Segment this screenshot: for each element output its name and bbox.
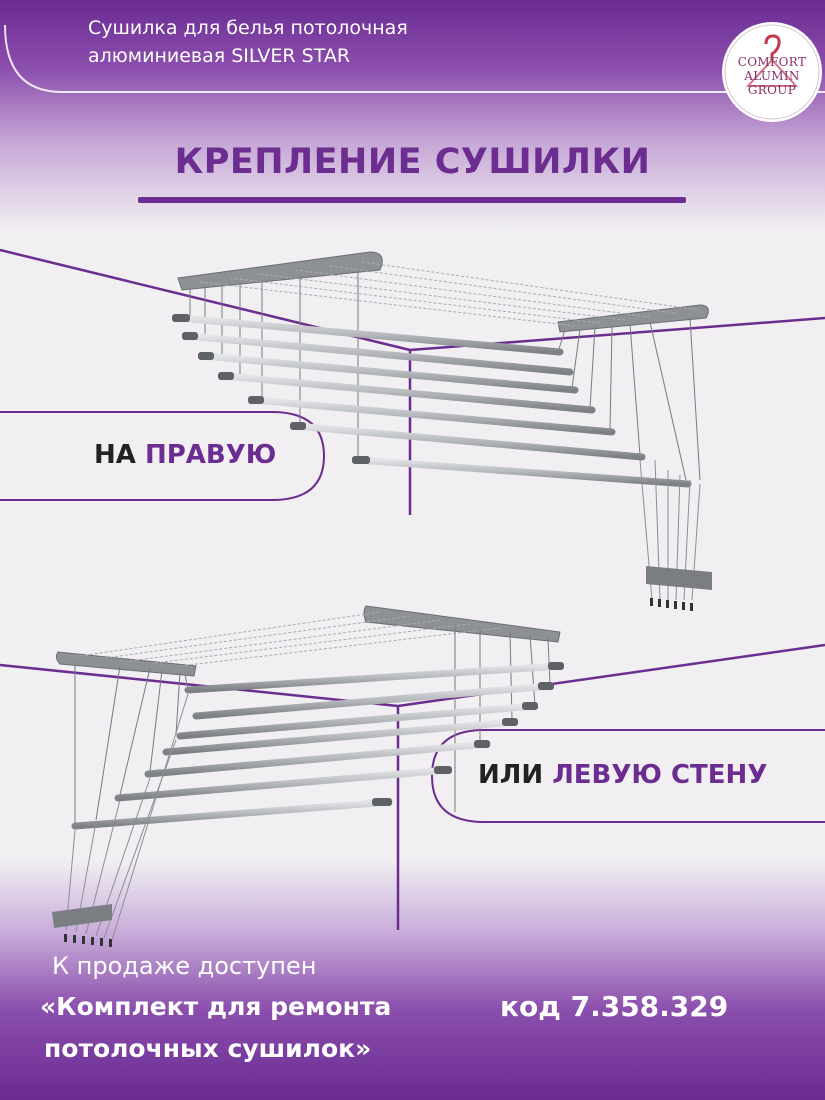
clothes-hanger-icon [724,24,820,120]
logo-text-line2: ALUMIN [744,69,800,83]
logo-text-line1: COMFORT [737,55,807,69]
footer-line3: потолочных сушилок» [44,1034,372,1063]
right-wall-label-accent: ПРАВУЮ [144,440,277,470]
product-name-line2: алюминиевая SILVER STAR [88,45,351,67]
footer-line1: К продаже доступен [52,952,317,980]
bottom-gradient [0,860,825,1100]
logo-text-line3: GROUP [747,83,797,97]
footer-line2: «Комплект для ремонта [40,992,392,1021]
company-logo: COMFORT ALUMIN GROUP [722,22,822,122]
product-name: Сушилка для белья потолочная алюминиевая… [88,14,408,70]
top-gradient [0,0,825,230]
left-wall-label-accent: ЛЕВУЮ СТЕНУ [552,760,768,790]
left-wall-label-prefix: ИЛИ [478,760,544,790]
right-wall-label: НА ПРАВУЮ [94,440,276,470]
title-underline [138,197,686,203]
product-name-line1: Сушилка для белья потолочная [88,17,408,39]
left-wall-label: ИЛИ ЛЕВУЮ СТЕНУ [478,760,767,790]
header-frame [4,24,825,93]
product-code: код 7.358.329 [500,990,729,1023]
right-wall-label-prefix: НА [94,440,136,470]
page-title: КРЕПЛЕНИЕ СУШИЛКИ [174,142,651,182]
